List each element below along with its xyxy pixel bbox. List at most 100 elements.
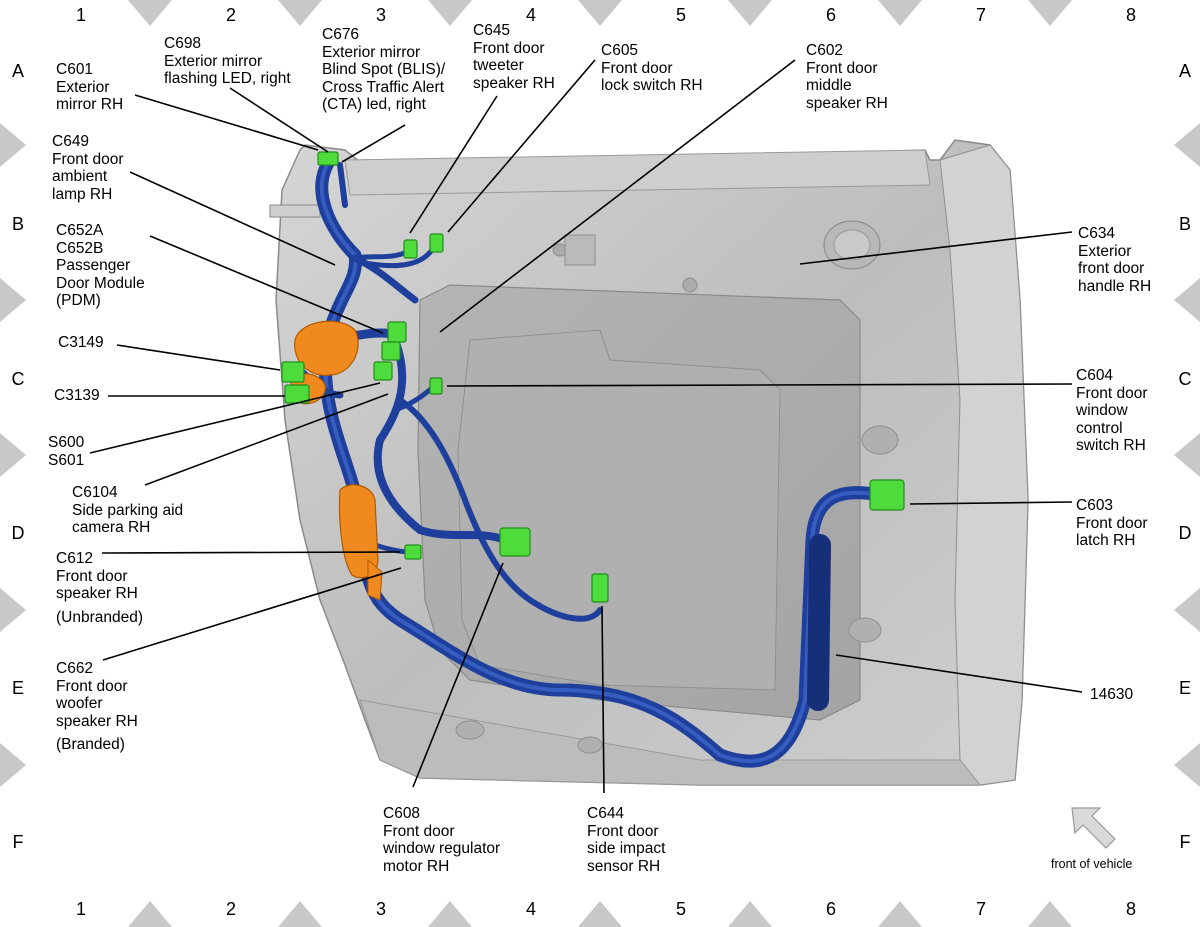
label-line: C676 [322,26,360,43]
label-line: Front door [1076,384,1148,402]
connectors [281,151,905,603]
grid-row-f-right: F [1179,832,1191,852]
border-marker-top [578,0,622,26]
leader-lines [89,59,1083,794]
label-line: Exterior [1078,242,1132,260]
label-line: ambient [52,168,108,185]
grid-col-1-top: 1 [75,5,86,25]
grid-row-d-left: D [11,523,25,543]
label-line: C662 [56,660,94,677]
border-marker-bottom [728,901,772,927]
label-line: C652A [56,222,104,239]
front-of-vehicle-note: front of vehicle [1051,857,1133,871]
border-marker-right [1174,743,1200,787]
label-line: Cross Traffic Alert [322,78,445,96]
label-line: C601 [56,61,94,78]
border-marker-bottom [578,901,622,927]
label-line: C604 [1076,367,1114,384]
label-line: C3149 [58,334,104,351]
border-marker-top [878,0,922,26]
label-line: Front door [383,822,455,840]
label-line: lock switch RH [601,77,703,94]
label-line: C6104 [72,484,118,501]
grid-col-3-top: 3 [375,5,386,25]
label-line: control [1076,419,1123,437]
label-line: (PDM) [56,292,101,309]
label-line: side impact [587,840,666,857]
grid-col-1-bottom: 1 [75,899,86,919]
label-line: speaker RH [473,74,555,92]
label-line: C644 [587,805,625,822]
border-marker-bottom [1028,901,1072,927]
grid-col-2-top: 2 [225,5,236,25]
label-line: C652B [56,239,104,257]
label-line: speaker RH [56,712,138,730]
label-14630: 14630 [1090,686,1133,704]
label-line: middle [806,77,852,94]
label-line: switch RH [1076,437,1146,454]
grid-row-a-left: A [11,61,24,81]
border-marker-left [0,278,26,322]
grid-row-a-right: A [1178,61,1191,81]
label-line: sensor RH [587,857,661,875]
label-line: Exterior mirror [322,43,421,61]
grid-col-6-bottom: 6 [825,899,836,919]
label-c3149: C3149 [58,334,104,352]
grid-row-b-right: B [1178,214,1191,234]
grid-col-5-top: 5 [675,5,686,25]
label-line: motor RH [383,857,450,875]
label-line: latch RH [1076,532,1136,549]
label-line: Blind Spot (BLIS)/ [322,61,446,78]
grid-row-d-right: D [1178,523,1192,543]
label-line: tweeter [473,57,524,74]
label-line: lamp RH [52,185,113,203]
label-line: C634 [1078,225,1116,242]
border-marker-top [278,0,322,26]
border-marker-top [428,0,472,26]
label-line: Front door [52,150,124,168]
label-line: front door [1078,260,1145,277]
border-marker-bottom [878,901,922,927]
label-line: S600 [48,434,85,451]
border-marker-right [1174,123,1200,167]
border-marker-right [1174,278,1200,322]
grid-col-8-bottom: 8 [1125,899,1136,919]
border-marker-left [0,743,26,787]
label-line: Front door [56,567,128,585]
label-line: 14630 [1090,686,1134,703]
label-line: Front door [601,59,673,77]
front-arrow-icon [1071,807,1116,849]
label-line: Exterior [56,78,110,96]
label-line: Exterior mirror [164,52,263,70]
label-line: Front door [587,822,659,840]
label-line: speaker RH [806,94,888,112]
grid-col-3-bottom: 3 [375,899,386,919]
label-line: C608 [383,805,421,822]
label-line: Side parking aid [72,501,184,519]
label-line: C603 [1076,497,1114,514]
label-line: C605 [601,42,639,59]
border-marker-top [128,0,172,26]
border-marker-left [0,588,26,632]
border-marker-top [1028,0,1072,26]
border-marker-left [0,433,26,477]
grid-col-7-top: 7 [975,5,986,25]
grid-col-4-top: 4 [525,5,536,25]
grid-col-4-bottom: 4 [525,899,536,919]
label-line: C645 [473,22,511,39]
label-line: speaker RH [56,585,138,602]
grid-row-b-left: B [11,214,24,234]
grid-row-f-left: F [12,832,24,852]
label-line: woofer [56,695,103,712]
label-line: Passenger [56,257,131,274]
